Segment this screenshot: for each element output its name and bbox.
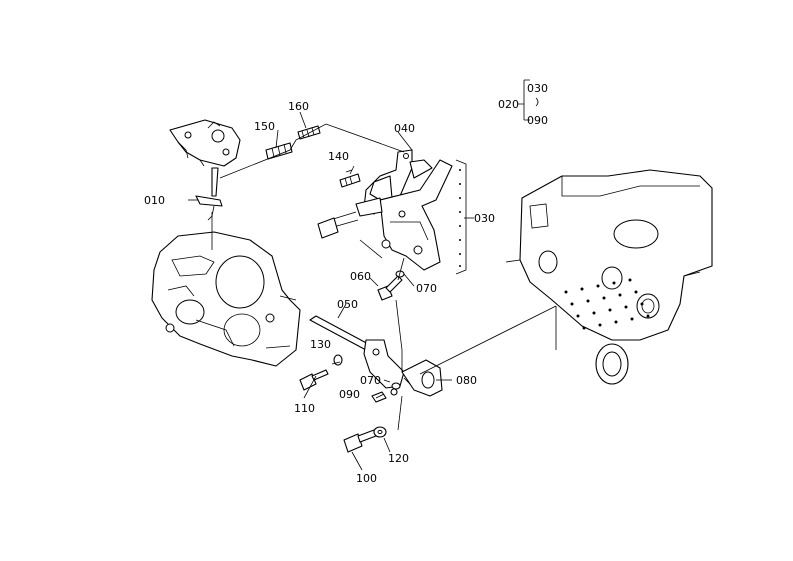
bolt-100: [343, 429, 377, 453]
group-bracket-030: [455, 159, 467, 275]
bolt-hole-dot: [570, 302, 574, 306]
bolt-090: [371, 388, 398, 403]
bolt-hole-dot: [602, 296, 606, 300]
callout-090-legend: 090: [527, 114, 548, 127]
governor-cover: [169, 119, 241, 167]
bolt-hole-dot: [592, 311, 596, 315]
bolt-hole-dot: [598, 323, 602, 327]
callout-110: 110: [294, 402, 315, 415]
washer-120: [373, 426, 387, 438]
engine-block: [505, 169, 713, 341]
lever-040: [363, 149, 413, 215]
callout-040: 040: [394, 122, 415, 135]
bolt-hole-dot: [646, 314, 650, 318]
callout-140: 140: [328, 150, 349, 163]
bolt-hole-dot: [630, 317, 634, 321]
bolt-hole-dot: [596, 284, 600, 288]
bolt-hole-dot: [564, 290, 568, 294]
group-marker-dot: [459, 239, 461, 241]
group-marker-dot: [459, 197, 461, 199]
group-marker-dot: [459, 225, 461, 227]
group-marker-dot: [459, 183, 461, 185]
spring-140: [339, 173, 361, 188]
washer-130: [333, 354, 343, 366]
bolt-hole-dot: [582, 326, 586, 330]
callout-070-bottom: 070: [360, 374, 381, 387]
callout-160: 160: [288, 100, 309, 113]
callout-080: 080: [456, 374, 477, 387]
bolt-hole-dot: [586, 299, 590, 303]
callout-120: 120: [388, 452, 409, 465]
callout-010: 010: [144, 194, 165, 207]
callout-020: 020: [498, 98, 519, 111]
group-marker-dot: [459, 211, 461, 213]
bolt-hole-dot: [614, 320, 618, 324]
callout-070-top: 070: [416, 282, 437, 295]
bolt-hole-dot: [624, 305, 628, 309]
bolt-hole-dot: [576, 314, 580, 318]
callout-030-legend: 030: [527, 82, 548, 95]
group-marker-dot: [459, 253, 461, 255]
bracket-030: [317, 159, 453, 271]
bolt-hole-dot: [618, 293, 622, 297]
bolt-110: [299, 369, 329, 391]
bolt-hole-dot: [580, 287, 584, 291]
bolt-hole-dot: [612, 281, 616, 285]
callout-130: 130: [310, 338, 331, 351]
shaft-010: [195, 167, 223, 221]
bracket-080: [401, 359, 443, 397]
leader-lines: [188, 111, 557, 471]
group-marker-dot: [459, 169, 461, 171]
callout-060: 060: [350, 270, 371, 283]
callout-050: 050: [337, 298, 358, 311]
bolt-hole-dot: [634, 290, 638, 294]
bolt-hole-dot: [628, 278, 632, 282]
callout-100: 100: [356, 472, 377, 485]
callout-030: 030: [474, 212, 495, 225]
gear-case: [151, 231, 301, 367]
group-marker-dot: [459, 265, 461, 267]
washer-070-bottom: [391, 382, 401, 390]
legend-bracket: [518, 79, 539, 121]
callout-090: 090: [339, 388, 360, 401]
callout-labels: 010 020 030 090 030 040 050 060 070 070 …: [144, 82, 548, 485]
callout-150: 150: [254, 120, 275, 133]
bolt-hole-dot: [640, 302, 644, 306]
seal-ring: [595, 343, 629, 385]
bolt-hole-dot: [608, 308, 612, 312]
